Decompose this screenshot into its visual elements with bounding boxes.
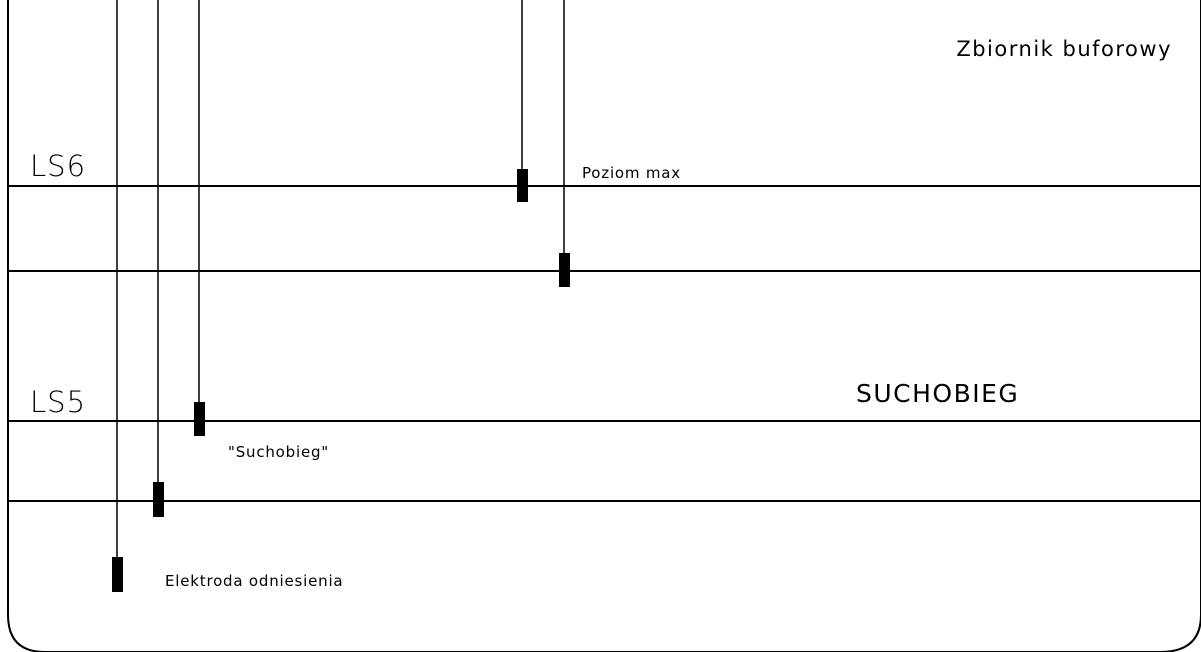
tank-outline bbox=[7, 0, 1201, 652]
probe-electrode-dry-run bbox=[194, 402, 205, 436]
annotation-dry-run-zone: SUCHOBIEG bbox=[856, 379, 1019, 408]
probe-electrode-max bbox=[517, 169, 528, 202]
level-label-ls6: LS6 bbox=[30, 149, 86, 183]
annotation-reference-electrode: Elektroda odniesienia bbox=[165, 572, 343, 590]
annotation-max-level: Poziom max bbox=[582, 164, 681, 182]
tank-title: Zbiornik buforowy bbox=[956, 37, 1172, 61]
probe-electrode-lower bbox=[153, 482, 164, 517]
level-label-ls5: LS5 bbox=[30, 385, 86, 419]
annotation-dry-run-quoted: "Suchobieg" bbox=[228, 443, 329, 461]
probe-electrode-intermediate bbox=[559, 253, 570, 287]
probe-reference-electrode bbox=[112, 557, 123, 592]
